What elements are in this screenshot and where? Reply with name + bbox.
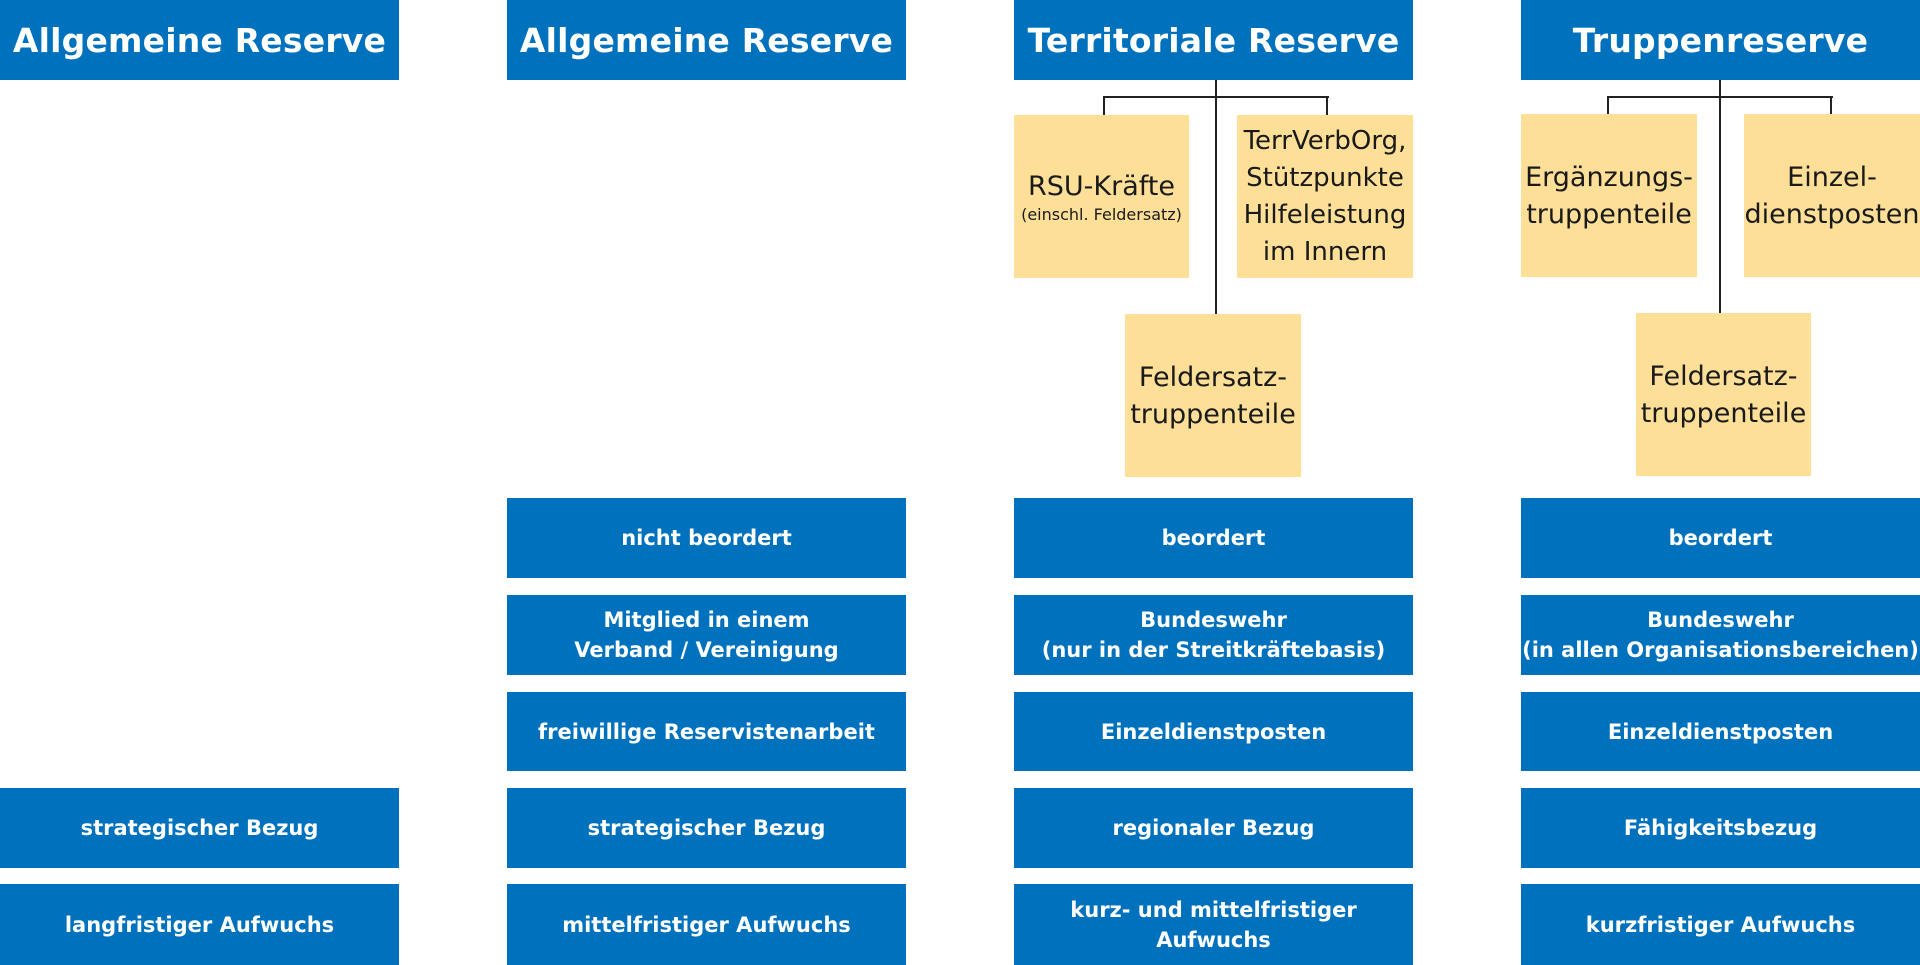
cell-text: kurzfristiger Aufwuchs — [1585, 912, 1856, 937]
unit-feldersatztruppenteile-troop: Feldersatz- truppenteile — [1636, 313, 1811, 476]
unit-text: truppenteile — [1130, 398, 1296, 430]
unit-rsu-kraefte: RSU-Kräfte (einschl. Feldersatz) — [1014, 115, 1189, 278]
cell-growth-col3: kurz- und mittelfristiger Aufwuchs — [1014, 884, 1413, 965]
cell-text: (in allen Organisationsbereichen) — [1522, 638, 1919, 662]
cell-text: beordert — [1161, 526, 1266, 550]
cell-text: (nur in der Streitkräftebasis) — [1041, 638, 1386, 662]
connector-stem-troop — [1719, 80, 1721, 313]
unit-text: Hilfeleistung — [1243, 199, 1407, 230]
column-header-allgemeine-reserve-1: Allgemeine Reserve — [0, 0, 399, 80]
unit-text: Ergänzungs- — [1525, 161, 1693, 193]
cell-reference-col2: strategischer Bezug — [507, 788, 906, 868]
connector-drop-left-troop — [1607, 96, 1609, 114]
connector-stem-territorial — [1215, 80, 1217, 314]
cell-text: freiwillige Reservistenarbeit — [538, 719, 875, 744]
connector-branch-troop — [1608, 96, 1833, 98]
cell-text: kurz- und mittelfristiger Aufwuchs — [1070, 897, 1357, 952]
unit-einzeldienstposten: Einzel- dienstposten — [1744, 114, 1920, 277]
unit-ergaenzungstruppenteile: Ergänzungs- truppenteile — [1521, 114, 1697, 277]
cell-membership-col2: Mitglied in einem Verband / Vereinigung — [507, 595, 906, 675]
cell-text: Fähigkeitsbezug — [1623, 816, 1818, 840]
cell-growth-col1: langfristiger Aufwuchs — [0, 884, 399, 965]
unit-text: dienstposten — [1744, 198, 1920, 230]
column-header-territoriale-reserve: Territoriale Reserve — [1014, 0, 1413, 80]
cell-status-col4: beordert — [1521, 498, 1920, 578]
unit-text: Stützpunkte — [1246, 162, 1404, 193]
cell-text: beordert — [1668, 526, 1773, 550]
cell-text: strategischer Bezug — [80, 816, 319, 840]
connector-drop-left-territorial — [1103, 96, 1105, 115]
unit-feldersatztruppenteile-territorial: Feldersatz- truppenteile — [1125, 314, 1301, 477]
column-header-allgemeine-reserve-2: Allgemeine Reserve — [507, 0, 906, 80]
unit-text: truppenteile — [1526, 198, 1692, 230]
cell-function-col2: freiwillige Reservistenarbeit — [507, 692, 906, 771]
cell-text: Bundeswehr — [1647, 608, 1794, 632]
cell-text: regionaler Bezug — [1112, 816, 1315, 840]
connector-drop-right-territorial — [1326, 96, 1328, 115]
cell-text: mittelfristiger Aufwuchs — [562, 912, 851, 937]
unit-text: Feldersatz- — [1138, 361, 1288, 393]
cell-text: strategischer Bezug — [587, 816, 826, 840]
cell-reference-col4: Fähigkeitsbezug — [1521, 788, 1920, 868]
cell-function-col4: Einzeldienstposten — [1521, 692, 1920, 771]
unit-text: truppenteile — [1640, 397, 1807, 429]
cell-reference-col3: regionaler Bezug — [1014, 788, 1413, 868]
unit-text: TerrVerbOrg, — [1243, 125, 1407, 156]
cell-growth-col2: mittelfristiger Aufwuchs — [507, 884, 906, 965]
cell-status-col3: beordert — [1014, 498, 1413, 578]
unit-subtext: (einschl. Feldersatz) — [1021, 205, 1182, 224]
connector-drop-right-troop — [1830, 96, 1832, 114]
cell-text: Einzeldienstposten — [1607, 719, 1834, 744]
cell-text: Einzeldienstposten — [1100, 719, 1327, 744]
unit-terrverborg: TerrVerbOrg, Stützpunkte Hilfeleistung i… — [1237, 115, 1413, 278]
cell-text: Mitglied in einem — [603, 608, 810, 632]
cell-growth-col4: kurzfristiger Aufwuchs — [1521, 884, 1920, 965]
cell-text: Verband / Vereinigung — [574, 638, 839, 662]
cell-text: Bundeswehr — [1140, 608, 1287, 632]
unit-text: Feldersatz- — [1649, 360, 1798, 392]
unit-text: Einzel- — [1787, 161, 1877, 193]
cell-reference-col1: strategischer Bezug — [0, 788, 399, 868]
cell-function-col3: Einzeldienstposten — [1014, 692, 1413, 771]
cell-membership-col3: Bundeswehr (nur in der Streitkräftebasis… — [1014, 595, 1413, 675]
unit-text: RSU-Kräfte — [1028, 171, 1175, 202]
cell-status-col2: nicht beordert — [507, 498, 906, 578]
cell-membership-col4: Bundeswehr (in allen Organisationsbereic… — [1521, 595, 1920, 675]
connector-branch-territorial — [1104, 96, 1329, 98]
unit-text: im Innern — [1262, 236, 1388, 267]
cell-text: nicht beordert — [621, 526, 792, 550]
cell-text: langfristiger Aufwuchs — [64, 912, 335, 937]
column-header-truppenreserve: Truppenreserve — [1521, 0, 1920, 80]
